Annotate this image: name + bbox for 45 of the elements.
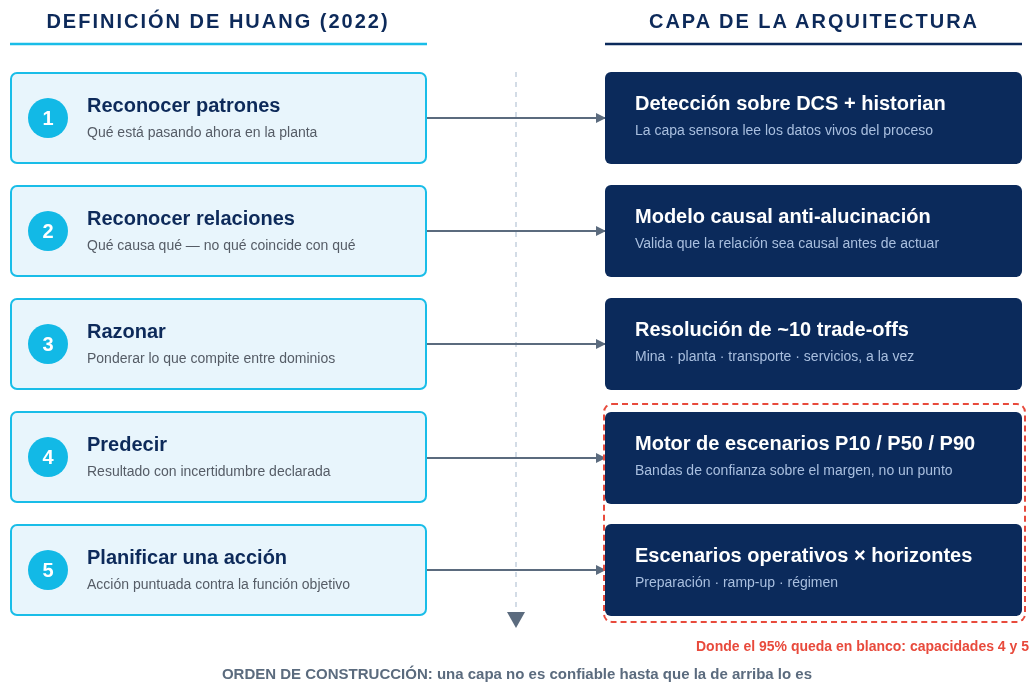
- step-number: 2: [28, 211, 68, 251]
- capability-card: [10, 524, 427, 616]
- layer-card: [605, 185, 1022, 277]
- footer-note: ORDEN DE CONSTRUCCIÓN: una capa no es confiable hasta que la de arriba lo es: [221, 665, 813, 682]
- layer-card: [605, 524, 1022, 616]
- column-heading: CAPA DE LA ARQUITECTURA: [648, 10, 980, 33]
- card-subtitle: Qué causa qué — no qué coincide con qué: [87, 237, 356, 253]
- layer-card: [605, 412, 1022, 504]
- arrow: [427, 113, 606, 123]
- step-number: 3: [28, 324, 68, 364]
- card-title: Modelo causal anti-alucinación: [635, 205, 931, 228]
- card-title: Planificar una acción: [87, 546, 288, 569]
- card-title: Reconocer patrones: [87, 94, 281, 117]
- card-title: Motor de escenarios P10 / P50 / P90: [635, 432, 976, 455]
- arrow: [427, 226, 606, 236]
- card-title: Escenarios operativos × horizontes: [635, 544, 973, 567]
- capability-card: [10, 411, 427, 503]
- step-number: 4: [28, 437, 68, 477]
- card-subtitle: La capa sensora lee los datos vivos del proceso: [635, 122, 934, 138]
- layer-card: [605, 72, 1022, 164]
- column-heading: DEFINICIÓN DE HUANG (2022): [46, 10, 390, 33]
- card-title: Predecir: [87, 433, 168, 456]
- highlight-frame: [603, 403, 1026, 623]
- capability-card: [10, 72, 427, 164]
- card-title: Detección sobre DCS + historian: [635, 92, 946, 115]
- card-subtitle: Qué está pasando ahora en la planta: [87, 124, 318, 140]
- card-title: Resolución de ~10 trade-offs: [635, 318, 909, 341]
- arrow: [427, 453, 606, 463]
- card-subtitle: Bandas de confianza sobre el margen, no un punto: [635, 462, 953, 478]
- card-subtitle: Mina · planta · transporte · servicios, a la vez: [635, 348, 915, 364]
- card-subtitle: Ponderar lo que compite entre dominios: [87, 350, 336, 366]
- layer-card: [605, 298, 1022, 390]
- card-subtitle: Acción puntuada contra la función objetivo: [87, 576, 351, 592]
- capability-card: [10, 298, 427, 390]
- highlight-note: Donde el 95% queda en blanco: capacidades 4 y 5: [696, 638, 1029, 654]
- card-subtitle: Valida que la relación sea causal antes de actuar: [635, 235, 940, 251]
- capability-card: [10, 185, 427, 277]
- card-subtitle: Preparación · ramp-up · régimen: [635, 574, 839, 590]
- step-number: 1: [28, 98, 68, 138]
- card-title: Razonar: [87, 320, 166, 343]
- arrow: [427, 339, 606, 349]
- card-title: Reconocer relaciones: [87, 207, 295, 230]
- arrow: [427, 565, 606, 575]
- step-number: 5: [28, 550, 68, 590]
- card-subtitle: Resultado con incertidumbre declarada: [87, 463, 331, 479]
